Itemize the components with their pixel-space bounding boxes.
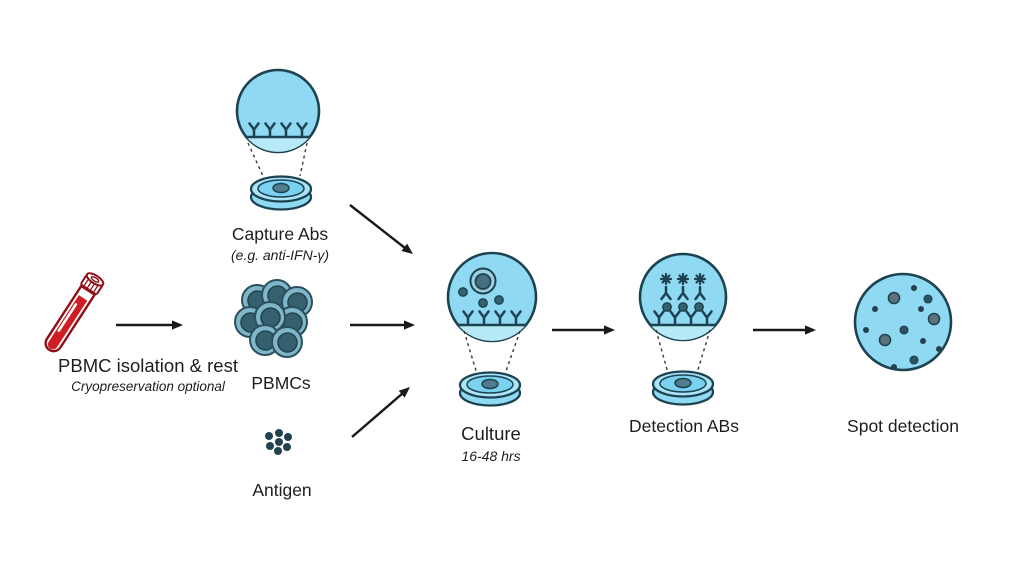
- culture-label: Culture: [461, 423, 521, 444]
- detection-zoom-dashes: [655, 329, 711, 374]
- capture-abs-panel: [235, 68, 321, 211]
- pbmc-isolation-sublabel: Cryopreservation optional: [71, 379, 226, 394]
- pbmcs-label: PBMCs: [251, 373, 311, 393]
- culture-contents: [458, 267, 522, 326]
- spot-detection-panel: [853, 272, 953, 372]
- capture-petri-dish: [249, 175, 313, 211]
- antigen-label: Antigen: [252, 480, 311, 500]
- spot-detection-label: Spot detection: [847, 416, 959, 436]
- detection-enzyme-icons: [659, 272, 707, 286]
- culture-magnifier-circle: [446, 251, 538, 343]
- culture-zoom-dashes: [463, 330, 521, 375]
- detection-abs-label: Detection ABs: [629, 416, 739, 436]
- detection-capture-antibody-icons: [653, 310, 713, 326]
- detection-panel: [638, 252, 728, 406]
- capture-abs-label: Capture Abs: [232, 224, 329, 244]
- culture-sublabel: 16-48 hrs: [461, 448, 520, 464]
- antigen-dots-icon: [265, 429, 292, 455]
- arrow-capture-to-culture: [349, 204, 413, 254]
- culture-panel: [446, 251, 538, 407]
- culture-petri-dish: [458, 371, 522, 407]
- arrow-tube-to-pbmcs: [116, 320, 183, 330]
- arrow-culture-to-detection: [552, 325, 615, 335]
- arrow-pbmcs-to-culture: [350, 320, 415, 330]
- capture-magnifier-circle: [235, 68, 321, 154]
- arrow-detection-to-spot: [753, 325, 816, 335]
- detection-petri-dish: [651, 370, 715, 406]
- pbmc-isolation-label: PBMC isolation & rest: [58, 355, 238, 376]
- capture-zoom-dashes: [247, 142, 308, 177]
- arrow-antigen-to-culture: [351, 387, 410, 438]
- detection-antibody-icons: [660, 285, 706, 301]
- pbmc-cluster-icon: [234, 279, 313, 358]
- detection-cytokine-icons: [662, 302, 704, 312]
- capture-antibody-icons: [248, 122, 308, 138]
- blood-tube-icon: [44, 272, 105, 353]
- capture-abs-sublabel: (e.g. anti-IFN-γ): [231, 247, 329, 263]
- spot-dots: [863, 285, 942, 370]
